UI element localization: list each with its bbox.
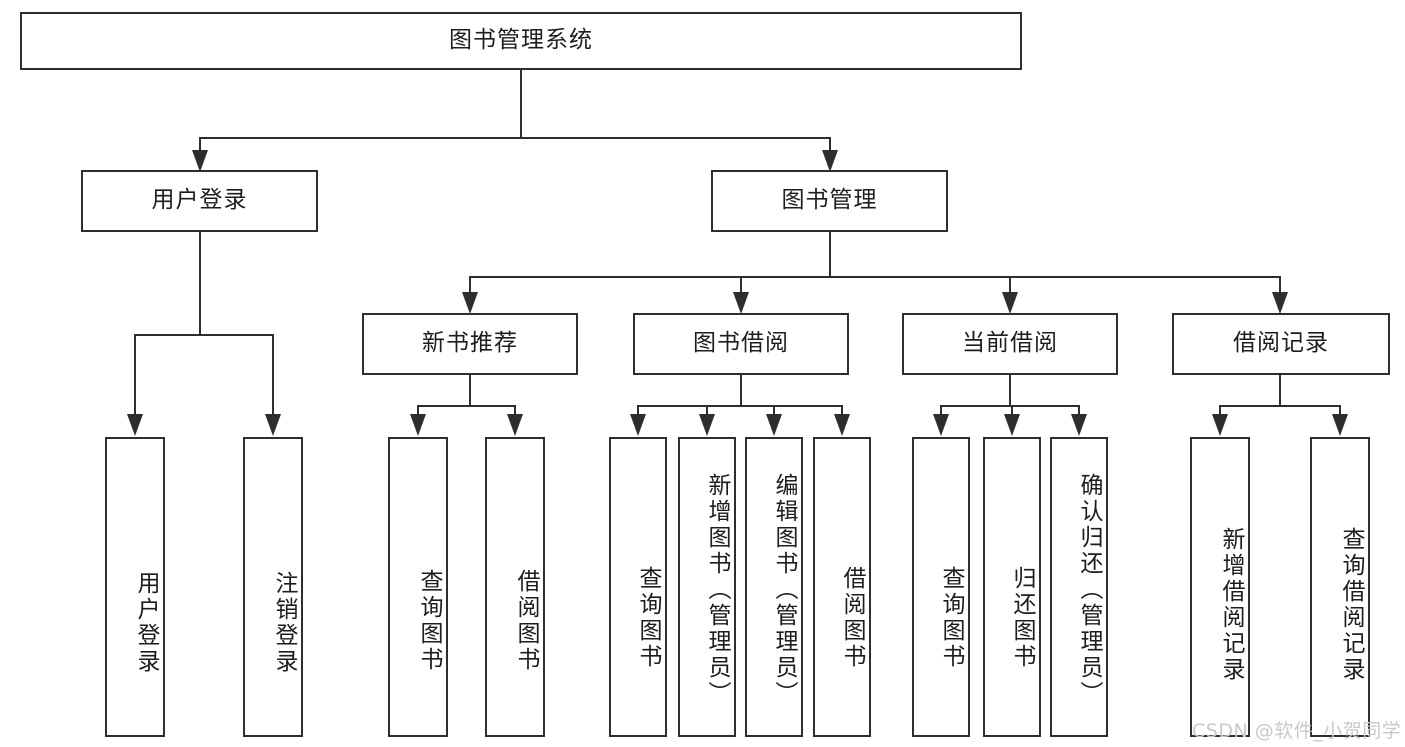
connector-current-to-leaf1 xyxy=(940,405,942,419)
arrowhead-record-to-leaf2 xyxy=(1332,414,1348,436)
leaf-add-borrow-record-label: 新增借阅记录 xyxy=(1218,527,1244,683)
node-new-book-recommend[interactable]: 新书推荐 xyxy=(362,313,578,375)
node-borrow-record[interactable]: 借阅记录 xyxy=(1172,313,1390,375)
leaf-query-book-newbook-label: 查询图书 xyxy=(416,569,442,673)
connector-borrow-to-leaf2 xyxy=(706,405,708,419)
leaf-borrow-book-borrow-label: 借阅图书 xyxy=(839,566,865,670)
leaf-query-book-current[interactable]: 查询图书 xyxy=(912,437,970,737)
arrowhead-newbook-to-leaf1 xyxy=(410,414,426,436)
leaf-return-book[interactable]: 归还图书 xyxy=(983,437,1041,737)
connector-borrow-stem xyxy=(740,375,742,407)
arrowhead-borrow-to-leaf3 xyxy=(766,414,782,436)
connector-bookmgmt-to-borrow xyxy=(740,276,742,296)
connector-login-to-leaf1 xyxy=(134,334,136,418)
node-root-label: 图书管理系统 xyxy=(449,27,593,54)
connector-bookmgmt-stem xyxy=(829,232,831,278)
leaf-add-borrow-record[interactable]: 新增借阅记录 xyxy=(1190,437,1250,737)
connector-login-stem xyxy=(199,232,201,336)
connector-current-to-leaf2 xyxy=(1011,405,1013,419)
leaf-user-login-label: 用户登录 xyxy=(133,571,159,675)
connector-bookmgmt-to-record xyxy=(1279,276,1281,296)
leaf-confirm-return-admin-label: 确认归还（管理员） xyxy=(1076,473,1102,707)
node-new-book-recommend-label: 新书推荐 xyxy=(422,330,518,357)
leaf-query-borrow-record[interactable]: 查询借阅记录 xyxy=(1310,437,1370,737)
leaf-add-book-admin-label: 新增图书（管理员） xyxy=(704,473,730,707)
connector-borrow-to-leaf3 xyxy=(773,405,775,419)
connector-bookmgmt-to-newbook xyxy=(469,276,471,296)
arrowhead-newbook-to-leaf2 xyxy=(507,414,523,436)
leaf-query-book-current-label: 查询图书 xyxy=(938,566,964,670)
leaf-logout-label: 注销登录 xyxy=(271,571,297,675)
arrowhead-current-to-leaf2 xyxy=(1004,414,1020,436)
arrowhead-borrow-to-leaf1 xyxy=(630,414,646,436)
leaf-confirm-return-admin[interactable]: 确认归还（管理员） xyxy=(1050,437,1108,737)
leaf-query-book-newbook[interactable]: 查询图书 xyxy=(388,437,448,737)
leaf-query-borrow-record-label: 查询借阅记录 xyxy=(1338,527,1364,683)
node-current-borrow[interactable]: 当前借阅 xyxy=(902,313,1118,375)
arrowhead-root-to-login xyxy=(192,150,208,172)
connector-current-stem xyxy=(1009,375,1011,407)
arrowhead-login-to-leaf2 xyxy=(265,414,281,436)
connector-record-to-leaf2 xyxy=(1339,405,1341,419)
leaf-borrow-book-borrow[interactable]: 借阅图书 xyxy=(813,437,871,737)
connector-newbook-to-leaf2 xyxy=(514,405,516,419)
arrowhead-bookmgmt-to-newbook xyxy=(462,292,478,314)
leaf-edit-book-admin[interactable]: 编辑图书（管理员） xyxy=(745,437,803,737)
node-current-borrow-label: 当前借阅 xyxy=(962,330,1058,357)
arrowhead-login-to-leaf1 xyxy=(127,414,143,436)
leaf-borrow-book-newbook-label: 借阅图书 xyxy=(513,569,539,673)
arrowhead-root-to-bookmgmt xyxy=(822,150,838,172)
node-book-borrow-label: 图书借阅 xyxy=(693,330,789,357)
leaf-add-book-admin[interactable]: 新增图书（管理员） xyxy=(678,437,736,737)
node-user-login-label: 用户登录 xyxy=(151,187,248,214)
node-borrow-record-label: 借阅记录 xyxy=(1233,330,1329,357)
connector-root-to-bookmgmt xyxy=(829,137,831,153)
arrowhead-bookmgmt-to-record xyxy=(1272,292,1288,314)
arrowhead-borrow-to-leaf4 xyxy=(834,414,850,436)
arrowhead-bookmgmt-to-borrow xyxy=(733,292,749,314)
connector-root-bar xyxy=(199,137,831,139)
connector-login-bar xyxy=(134,334,272,336)
connector-newbook-bar xyxy=(417,405,515,407)
leaf-edit-book-admin-label: 编辑图书（管理员） xyxy=(771,473,797,707)
connector-current-to-leaf3 xyxy=(1078,405,1080,419)
connector-root-to-login xyxy=(199,137,201,153)
arrowhead-current-to-leaf1 xyxy=(933,414,949,436)
connector-borrow-to-leaf4 xyxy=(841,405,843,419)
connector-newbook-to-leaf1 xyxy=(417,405,419,419)
connector-login-to-leaf2 xyxy=(272,334,274,418)
connector-current-bar xyxy=(940,405,1079,407)
connector-record-to-leaf1 xyxy=(1219,405,1221,419)
leaf-logout[interactable]: 注销登录 xyxy=(243,437,303,737)
node-book-borrow[interactable]: 图书借阅 xyxy=(633,313,849,375)
arrowhead-current-to-leaf3 xyxy=(1071,414,1087,436)
connector-bookmgmt-bar xyxy=(469,276,1281,278)
leaf-query-book-borrow[interactable]: 查询图书 xyxy=(609,437,667,737)
connector-root-stem xyxy=(520,70,522,138)
connector-bookmgmt-to-current xyxy=(1009,276,1011,296)
connector-newbook-stem xyxy=(469,375,471,407)
arrowhead-record-to-leaf1 xyxy=(1212,414,1228,436)
csdn-watermark: CSDN @软件_小贺同学 xyxy=(1192,720,1402,742)
arrowhead-borrow-to-leaf2 xyxy=(699,414,715,436)
arrowhead-bookmgmt-to-current xyxy=(1002,292,1018,314)
node-book-management-label: 图书管理 xyxy=(781,187,878,214)
connector-record-bar xyxy=(1219,405,1341,407)
leaf-borrow-book-newbook[interactable]: 借阅图书 xyxy=(485,437,545,737)
leaf-user-login[interactable]: 用户登录 xyxy=(105,437,165,737)
leaf-return-book-label: 归还图书 xyxy=(1009,566,1035,670)
connector-borrow-to-leaf1 xyxy=(637,405,639,419)
node-book-management[interactable]: 图书管理 xyxy=(711,170,948,232)
node-root[interactable]: 图书管理系统 xyxy=(20,12,1022,70)
node-user-login[interactable]: 用户登录 xyxy=(81,170,318,232)
connector-record-stem xyxy=(1279,375,1281,407)
leaf-query-book-borrow-label: 查询图书 xyxy=(635,566,661,670)
connector-borrow-bar xyxy=(637,405,843,407)
